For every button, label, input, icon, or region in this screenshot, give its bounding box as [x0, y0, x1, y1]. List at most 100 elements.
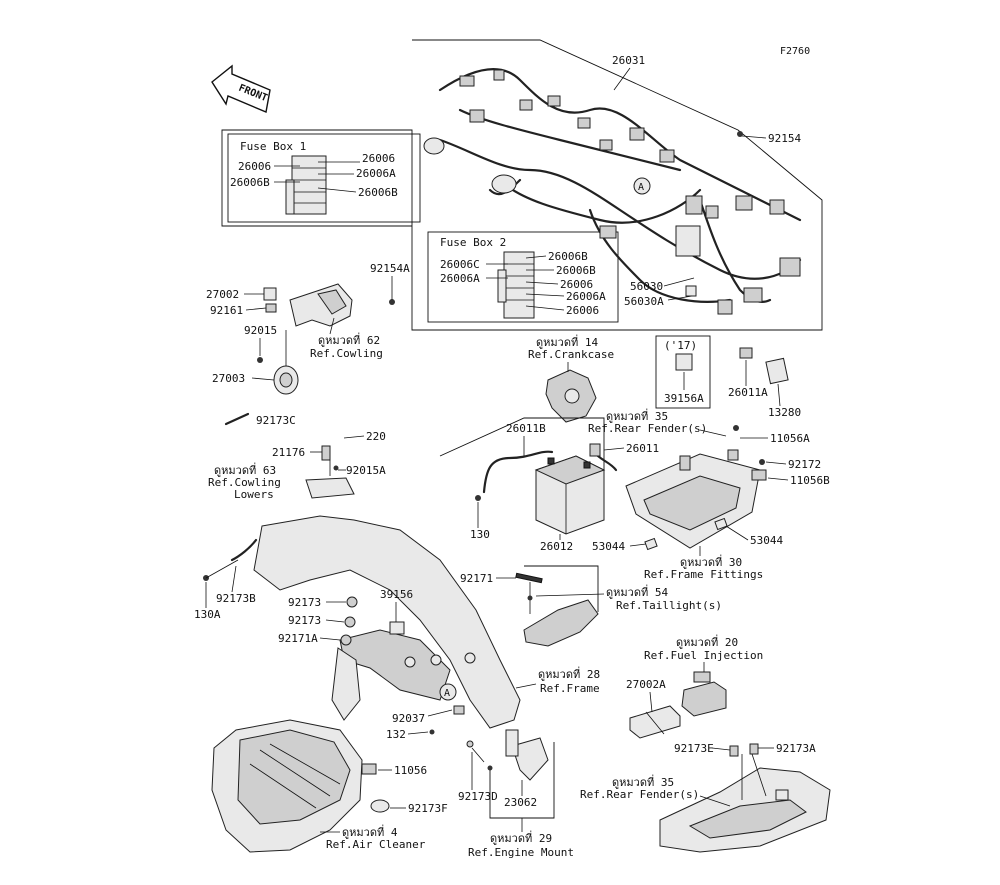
ref-62-th: ดูหมวดที่ 62	[318, 332, 380, 347]
ref-35b-en: Ref.Rear Fender(s)	[580, 788, 699, 801]
label-132: 132	[386, 728, 406, 741]
label-26011A: 26011A	[728, 386, 768, 399]
label-92037: 92037	[392, 712, 425, 725]
label-39156A: 39156A	[664, 392, 704, 405]
fuse-box-2-title: Fuse Box 2	[440, 236, 506, 249]
ref-28-th: ดูหมวดที่ 28	[538, 666, 600, 681]
label-11056A: 11056A	[770, 432, 810, 445]
fuse2-right-3: 26006A	[566, 290, 606, 303]
fuse2-left-0: 26006C	[440, 258, 480, 271]
fuse2-right-0: 26006B	[548, 250, 588, 263]
ref-4-en: Ref.Air Cleaner	[326, 838, 426, 851]
fuse-box-2: Fuse Box 2 26006C 26006A 26006B 26006B 2…	[427, 231, 619, 323]
battery-group-frame	[439, 417, 605, 470]
battery-cable-26011B	[482, 450, 554, 494]
horn-bracket-group	[257, 283, 395, 395]
label-130: 130	[470, 528, 490, 541]
label-56030A: 56030A	[624, 295, 664, 308]
engine-mount-bracket	[466, 729, 549, 781]
label-27003: 27003	[212, 372, 245, 385]
label-13280: 13280	[768, 406, 801, 419]
fuse2-right-1: 26006B	[556, 264, 596, 277]
ref-20-en: Ref.Fuel Injection	[644, 649, 763, 662]
air-cleaner	[211, 719, 390, 853]
fuse1-left-0: 26006	[238, 160, 271, 173]
ref-35-th: ดูหมวดที่ 35	[606, 408, 668, 423]
fuse-box-1-title: Fuse Box 1	[240, 140, 306, 153]
ref-14-en: Ref.Crankcase	[528, 348, 614, 361]
ref-28-en: Ref.Frame	[540, 682, 600, 695]
year-label: ('17)	[664, 339, 697, 352]
taillight-bracket	[515, 572, 599, 647]
callout-a-frame: A	[444, 688, 450, 699]
wiring-harness-26031: A	[423, 68, 802, 315]
label-92173E: 92173E	[674, 742, 714, 755]
label-92173C: 92173C	[256, 414, 296, 427]
ref-62-en: Ref.Cowling	[310, 347, 383, 360]
label-56030: 56030	[630, 280, 663, 293]
label-92173D: 92173D	[458, 790, 498, 803]
label-39156: 39156	[380, 588, 413, 601]
ref-30-en: Ref.Frame Fittings	[644, 568, 763, 581]
connector-26011A	[739, 347, 753, 359]
clamp-92173C	[224, 412, 250, 426]
label-26011B: 26011B	[506, 422, 546, 435]
label-21176: 21176	[272, 446, 305, 459]
ref-29-en: Ref.Engine Mount	[468, 846, 574, 859]
ref-29-th: ดูหมวดที่ 29	[490, 830, 552, 845]
fuse1-right-1: 26006A	[356, 167, 396, 180]
label-92172: 92172	[788, 458, 821, 471]
ref-35-en: Ref.Rear Fender(s)	[588, 422, 707, 435]
ref-30-th: ดูหมวดที่ 30	[680, 554, 742, 569]
taillight-group-frame	[524, 565, 599, 612]
label-92173-b: 92173	[288, 614, 321, 627]
fuse1-left-1: 26006B	[230, 176, 270, 189]
ref-4-th: ดูหมวดที่ 4	[342, 824, 398, 839]
fuse2-left-1: 26006A	[440, 272, 480, 285]
grommets-92173	[340, 596, 358, 646]
label-26012: 26012	[540, 540, 573, 553]
label-92173A: 92173A	[776, 742, 816, 755]
label-53044-left: 53044	[592, 540, 625, 553]
ref-20-th: ดูหมวดที่ 20	[676, 634, 738, 649]
battery-tray	[625, 425, 767, 551]
figure-code: F2760	[780, 46, 810, 57]
crankcase-bracket	[545, 369, 597, 423]
fuse1-right-0: 26006	[362, 152, 395, 165]
front-arrow-icon: FRONT	[211, 64, 271, 113]
harness-outline	[221, 39, 823, 331]
label-92154: 92154	[768, 132, 801, 145]
fuse-box-1: Fuse Box 1 26006 26006B 26006 26006A 260…	[227, 133, 421, 223]
label-11056: 11056	[394, 764, 427, 777]
label-27002: 27002	[206, 288, 239, 301]
fuel-injection-relays	[629, 671, 727, 739]
ref-63-en2: Lowers	[234, 488, 274, 501]
label-92015: 92015	[244, 324, 277, 337]
label-11056B: 11056B	[790, 474, 830, 487]
main-frame: A	[203, 515, 521, 735]
label-27002A: 27002A	[626, 678, 666, 691]
ref-54-en: Ref.Taillight(s)	[616, 599, 722, 612]
fuse1-right-2: 26006B	[358, 186, 398, 199]
label-92173F: 92173F	[408, 802, 448, 815]
fuse2-right-2: 26006	[560, 278, 593, 291]
fuse2-right-4: 26006	[566, 304, 599, 317]
callout-a-top: A	[638, 182, 644, 193]
label-26031: 26031	[612, 54, 645, 67]
ref-63-en: Ref.Cowling	[208, 476, 281, 489]
rear-fender-lower	[659, 743, 831, 853]
label-92154A: 92154A	[370, 262, 410, 275]
ref-14-th: ดูหมวดที่ 14	[536, 334, 598, 349]
year-17-box: ('17) 39156A	[655, 335, 711, 409]
ref-54-th: ดูหมวดที่ 54	[606, 584, 668, 599]
label-92173-a: 92173	[288, 596, 321, 609]
label-92171A: 92171A	[278, 632, 318, 645]
relay-bracket-group	[305, 445, 355, 499]
label-92173B: 92173B	[216, 592, 256, 605]
ref-35b-th: ดูหมวดที่ 35	[612, 774, 674, 789]
label-130A: 130A	[194, 608, 221, 621]
label-92171: 92171	[460, 572, 493, 585]
label-92161: 92161	[210, 304, 243, 317]
